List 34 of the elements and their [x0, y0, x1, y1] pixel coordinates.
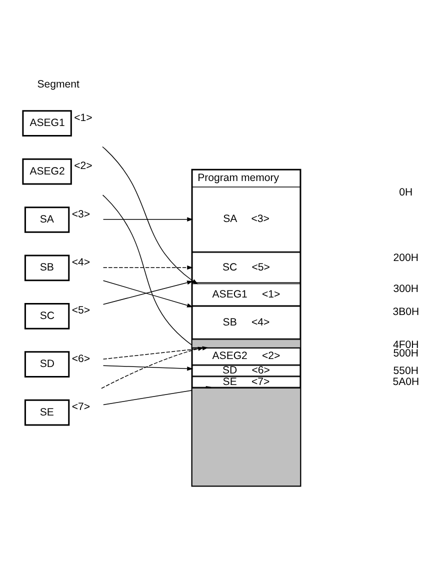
label: 550H — [393, 364, 418, 377]
label: 0H — [399, 186, 413, 198]
node-label: <7> — [72, 401, 90, 414]
node-box: SB <4> — [192, 306, 301, 340]
arrow — [102, 265, 194, 270]
node-label: <6> — [72, 352, 90, 365]
node-label: <3> — [72, 208, 90, 220]
node-label: <2> — [74, 160, 92, 172]
label: 300H — [393, 283, 418, 296]
node-box — [192, 388, 301, 486]
node-box: ASEG2 — [22, 158, 72, 185]
node-box: SA — [24, 206, 70, 233]
node-box: ASEG1 <1> — [192, 283, 301, 306]
node-label: <4> — [72, 256, 90, 268]
node-box: SE — [24, 399, 70, 426]
node-box: SE <7> — [192, 376, 301, 388]
label: 3B0H — [392, 306, 420, 318]
label: 500H — [393, 348, 418, 360]
node-box: ASEG1 — [22, 110, 72, 137]
node-box: SB — [24, 254, 70, 282]
node-box: SC — [24, 302, 70, 330]
node-box: SC <5> — [192, 252, 301, 283]
arrow — [101, 346, 204, 389]
arrow — [102, 346, 208, 360]
node-label: <5> — [72, 304, 90, 317]
node-box: SD <6> — [192, 365, 301, 376]
label: Segment — [37, 78, 80, 90]
label: 200H — [393, 252, 418, 264]
node-box: SD — [24, 351, 70, 378]
arrow — [102, 217, 194, 222]
node-box: SA <3> — [192, 186, 301, 252]
node-label: <1> — [74, 112, 92, 124]
label: 5A0H — [392, 376, 420, 388]
arrow — [102, 365, 194, 371]
